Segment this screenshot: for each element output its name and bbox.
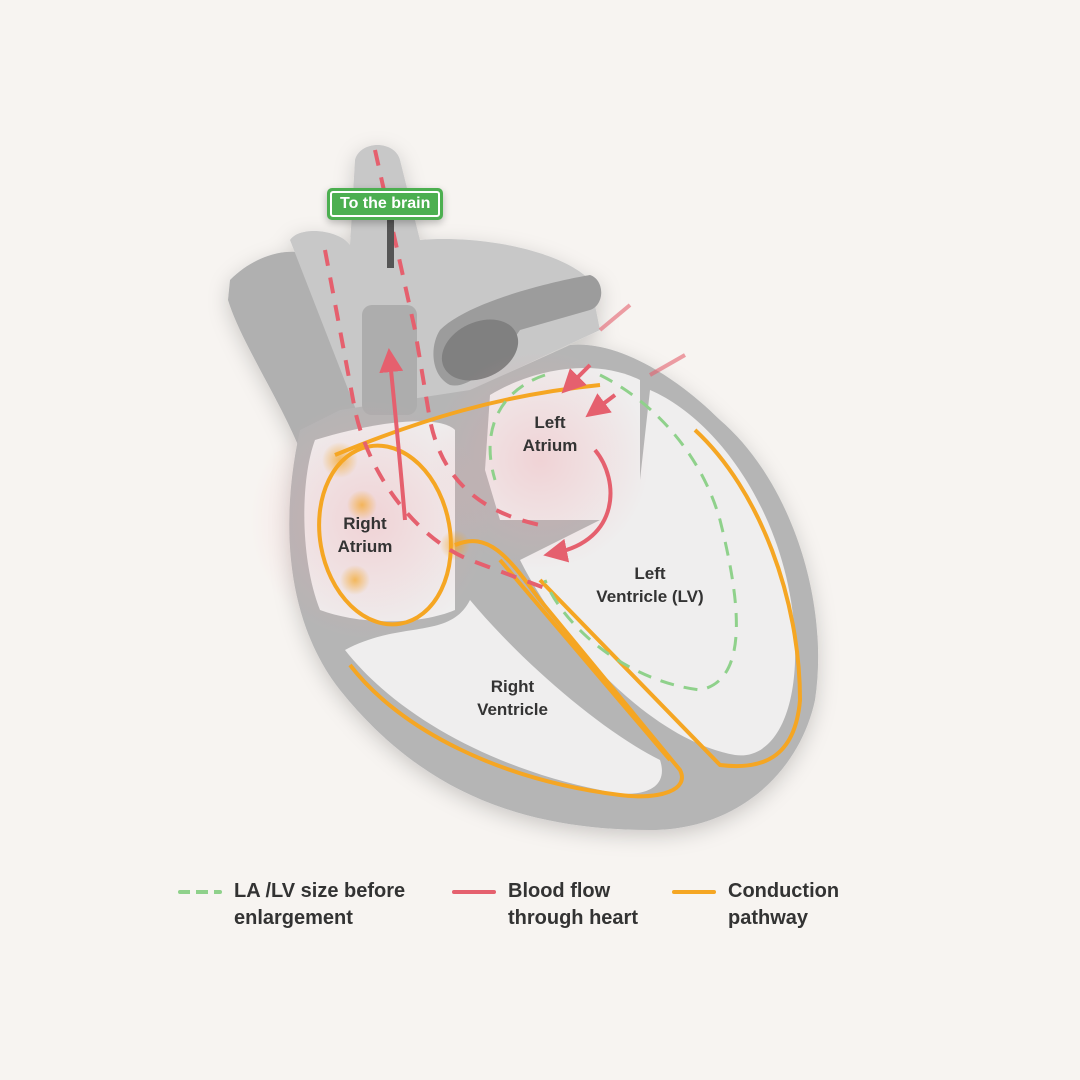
right-ventricle-chamber [345, 600, 662, 794]
left-ventricle-label: Left Ventricle (LV) [596, 564, 704, 606]
legend-label: LA /LV size before [234, 880, 406, 902]
dashed-green-swatch [178, 890, 222, 894]
callout-pointer [387, 218, 394, 268]
right-atrium-label: Right Atrium [337, 514, 393, 556]
legend-label: pathway [728, 907, 809, 929]
pre-enlargement-outline [488, 373, 738, 692]
orange-swatch [672, 890, 716, 894]
legend-label: enlargement [234, 907, 353, 929]
legend-item-blood-flow: Blood flow through heart [452, 878, 638, 932]
legend-label: Conduction [728, 880, 840, 902]
red-swatch [452, 890, 496, 894]
left-ventricle-chamber [520, 390, 796, 756]
legend-label: Blood flow [508, 880, 611, 902]
legend-item-pre-enlargement: LA /LV size before enlargement [178, 878, 405, 932]
to-the-brain-callout: To the brain [327, 188, 444, 220]
legend-label: through heart [508, 907, 638, 929]
right-ventricle-label: Right Ventricle [477, 677, 548, 719]
blood-flow [323, 149, 686, 592]
legend-item-conduction: Conduction pathway [672, 878, 839, 932]
left-atrium-label: Left Atrium [522, 413, 578, 455]
